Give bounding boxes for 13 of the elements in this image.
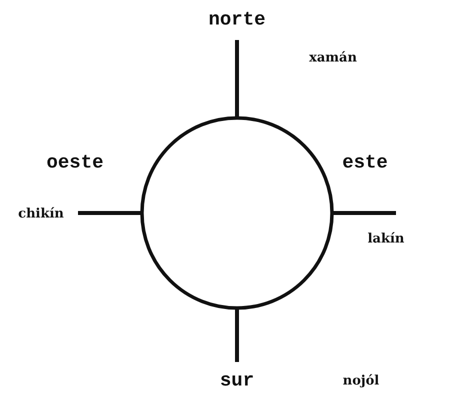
line xyxy=(78,211,142,215)
direction-label: sur xyxy=(220,372,254,390)
direction-label: oeste xyxy=(46,154,104,172)
maya-name-label: chikín xyxy=(18,208,64,220)
circle xyxy=(140,116,334,310)
line xyxy=(332,211,396,215)
direction-label: este xyxy=(342,154,388,172)
maya-name-label: xamán xyxy=(309,52,357,64)
maya-name-label: nojól xyxy=(342,374,380,388)
direction-label: norte xyxy=(208,10,266,30)
line xyxy=(235,308,239,362)
line xyxy=(235,40,239,118)
maya-name-label: lakín xyxy=(368,232,404,246)
